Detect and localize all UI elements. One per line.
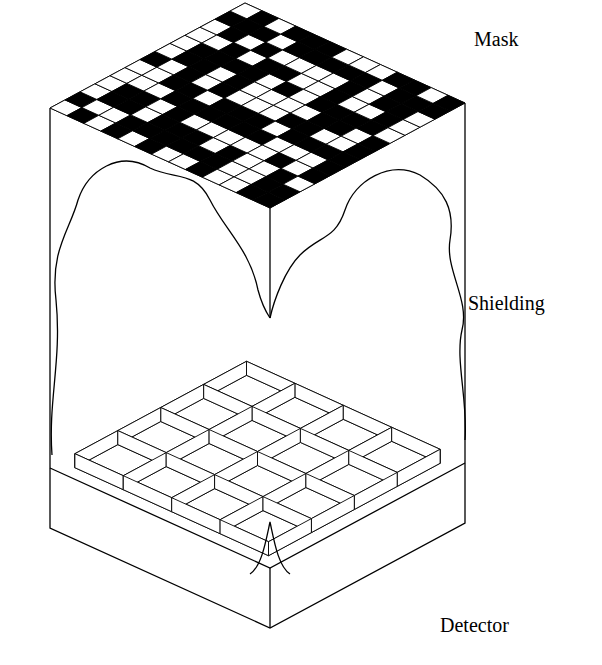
- collimator-fin: [397, 449, 440, 486]
- collimator-fin: [269, 449, 441, 555]
- collimator-fin: [75, 454, 123, 490]
- collimator-fin: [75, 361, 247, 467]
- detector-top-edge: [50, 463, 465, 568]
- collimator-fin: [123, 476, 171, 512]
- left-edge: [49, 108, 50, 468]
- shielding-cutaway: [270, 170, 465, 440]
- coded-mask: [50, 3, 465, 208]
- front-edge: [269, 208, 270, 318]
- signal-peak: [250, 522, 290, 574]
- part-label: Mask: [474, 28, 518, 50]
- collimator-fin: [123, 383, 295, 489]
- part-label: Detector: [440, 614, 509, 636]
- part-label: Shielding: [468, 292, 545, 314]
- collimator-fin: [220, 427, 392, 533]
- collimator-fin: [354, 472, 397, 509]
- collimator-fin: [172, 498, 220, 534]
- detector-front-edge: [269, 568, 270, 628]
- collimator-fin: [311, 496, 354, 533]
- collimator-fin: [269, 519, 312, 556]
- detector-slab: [50, 463, 465, 628]
- collimator-fin: [172, 405, 344, 511]
- shielding-cutaway: [51, 161, 270, 455]
- box-outline: [50, 103, 465, 628]
- collimator-grid: [75, 361, 440, 555]
- mask-opaque-cell: [433, 95, 465, 111]
- collimator-fin: [220, 520, 268, 556]
- mask-frame: [50, 3, 465, 208]
